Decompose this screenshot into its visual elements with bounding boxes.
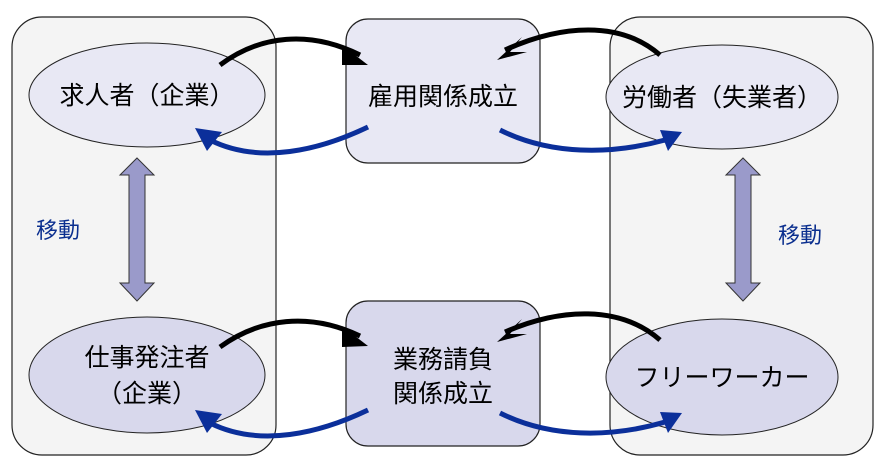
- employment-box: [345, 18, 541, 164]
- contract-label-line2: 関係成立: [392, 379, 493, 408]
- contract-to-freeworker-arrow: [498, 410, 666, 436]
- employment-to-worker-arrowhead-icon: [660, 130, 682, 151]
- right-double-arrow-icon: [724, 157, 762, 302]
- employment-label: 雇用関係成立: [367, 82, 518, 111]
- contract-to-freeworker-arrowhead-icon: [660, 412, 682, 433]
- freeworker-label: フリーワーカー: [634, 363, 810, 392]
- employment-to-employer-arrowhead-icon: [195, 128, 222, 151]
- freeworker-to-contract-arrow: [504, 311, 662, 342]
- left-move-label: 移動: [36, 219, 81, 244]
- contract-box: [345, 300, 541, 447]
- client-label-line2: （企業）: [96, 379, 197, 408]
- client-to-contract-arrowhead-icon: [342, 326, 368, 347]
- worker-ellipse: [605, 44, 839, 150]
- left-double-arrow-icon: [118, 157, 156, 302]
- contract-to-client-arrow: [208, 407, 370, 439]
- worker-to-employment-arrow: [503, 27, 662, 57]
- right-move-label: 移動: [778, 224, 823, 249]
- employer-label: 求人者（企業）: [59, 81, 235, 110]
- employment-to-employer-arrow: [208, 124, 370, 156]
- contract-to-client-arrowhead-icon: [195, 410, 222, 433]
- client-label-line1: 仕事発注者: [84, 343, 210, 372]
- contract-label-line1: 業務請負: [392, 345, 493, 374]
- employer-ellipse: [28, 42, 266, 148]
- worker-label: 労働者（失業者）: [621, 83, 822, 112]
- employment-to-worker-arrow: [498, 127, 666, 153]
- client-ellipse: [28, 316, 266, 434]
- freeworker-to-contract-arrowhead-icon: [497, 319, 527, 342]
- freeworker-ellipse: [605, 318, 839, 436]
- employer-to-employment-arrowhead-icon: [342, 45, 368, 65]
- worker-to-employment-arrowhead-icon: [497, 37, 527, 60]
